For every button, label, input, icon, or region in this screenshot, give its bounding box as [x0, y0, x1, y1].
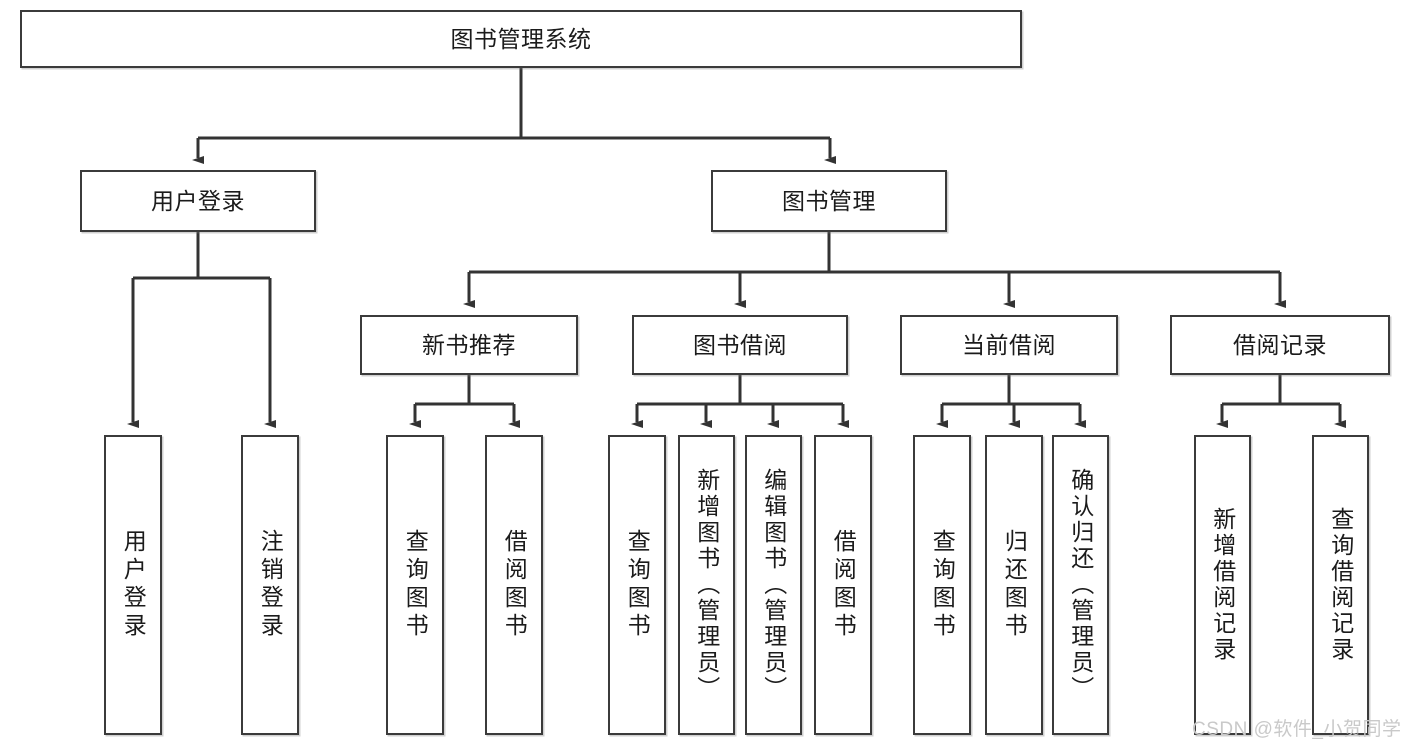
- leaf-user-login[interactable]: 用户登录: [104, 435, 162, 735]
- leaf-borrow-book[interactable]: 借阅图书: [814, 435, 872, 735]
- node-user-login[interactable]: 用户登录: [80, 170, 316, 232]
- leaf-query-book-borrow-label: 查询图书: [624, 529, 651, 641]
- leaf-user-login-label: 用户登录: [120, 529, 147, 641]
- node-book-management-label: 图书管理: [782, 187, 876, 214]
- leaf-add-book-admin[interactable]: 新增图书（管理员）: [678, 435, 735, 735]
- leaf-query-borrow-record-label: 查询借阅记录: [1327, 507, 1354, 663]
- leaf-query-book-current[interactable]: 查询图书: [913, 435, 971, 735]
- node-current-borrow[interactable]: 当前借阅: [900, 315, 1118, 375]
- leaf-borrow-book-recommend[interactable]: 借阅图书: [485, 435, 543, 735]
- leaf-add-borrow-record-label: 新增借阅记录: [1209, 507, 1236, 663]
- node-root-label: 图书管理系统: [450, 25, 592, 52]
- node-new-book-recommend-label: 新书推荐: [422, 331, 516, 358]
- node-book-management[interactable]: 图书管理: [711, 170, 947, 232]
- leaf-edit-book-admin-label: 编辑图书（管理员）: [760, 468, 787, 702]
- leaf-return-book-label: 归还图书: [1001, 529, 1028, 641]
- leaf-user-logout-label: 注销登录: [257, 529, 284, 641]
- leaf-query-book-recommend[interactable]: 查询图书: [386, 435, 444, 735]
- leaf-user-logout[interactable]: 注销登录: [241, 435, 299, 735]
- node-user-login-label: 用户登录: [151, 187, 245, 214]
- leaf-query-book-borrow[interactable]: 查询图书: [608, 435, 666, 735]
- node-borrow-record-label: 借阅记录: [1233, 331, 1327, 358]
- leaf-query-book-recommend-label: 查询图书: [402, 529, 429, 641]
- node-current-borrow-label: 当前借阅: [962, 331, 1056, 358]
- node-book-borrow[interactable]: 图书借阅: [632, 315, 848, 375]
- leaf-query-borrow-record[interactable]: 查询借阅记录: [1312, 435, 1369, 735]
- watermark: CSDN @软件_小贺同学: [1192, 719, 1402, 740]
- leaf-confirm-return-admin[interactable]: 确认归还（管理员）: [1052, 435, 1109, 735]
- leaf-borrow-book-recommend-label: 借阅图书: [501, 529, 528, 641]
- leaf-return-book[interactable]: 归还图书: [985, 435, 1043, 735]
- leaf-confirm-return-admin-label: 确认归还（管理员）: [1067, 468, 1094, 702]
- node-borrow-record[interactable]: 借阅记录: [1170, 315, 1390, 375]
- leaf-add-book-admin-label: 新增图书（管理员）: [693, 468, 720, 702]
- node-root[interactable]: 图书管理系统: [20, 10, 1022, 68]
- leaf-edit-book-admin[interactable]: 编辑图书（管理员）: [745, 435, 802, 735]
- leaf-query-book-current-label: 查询图书: [929, 529, 956, 641]
- node-new-book-recommend[interactable]: 新书推荐: [360, 315, 578, 375]
- leaf-add-borrow-record[interactable]: 新增借阅记录: [1194, 435, 1251, 735]
- leaf-borrow-book-label: 借阅图书: [830, 529, 857, 641]
- node-book-borrow-label: 图书借阅: [693, 331, 787, 358]
